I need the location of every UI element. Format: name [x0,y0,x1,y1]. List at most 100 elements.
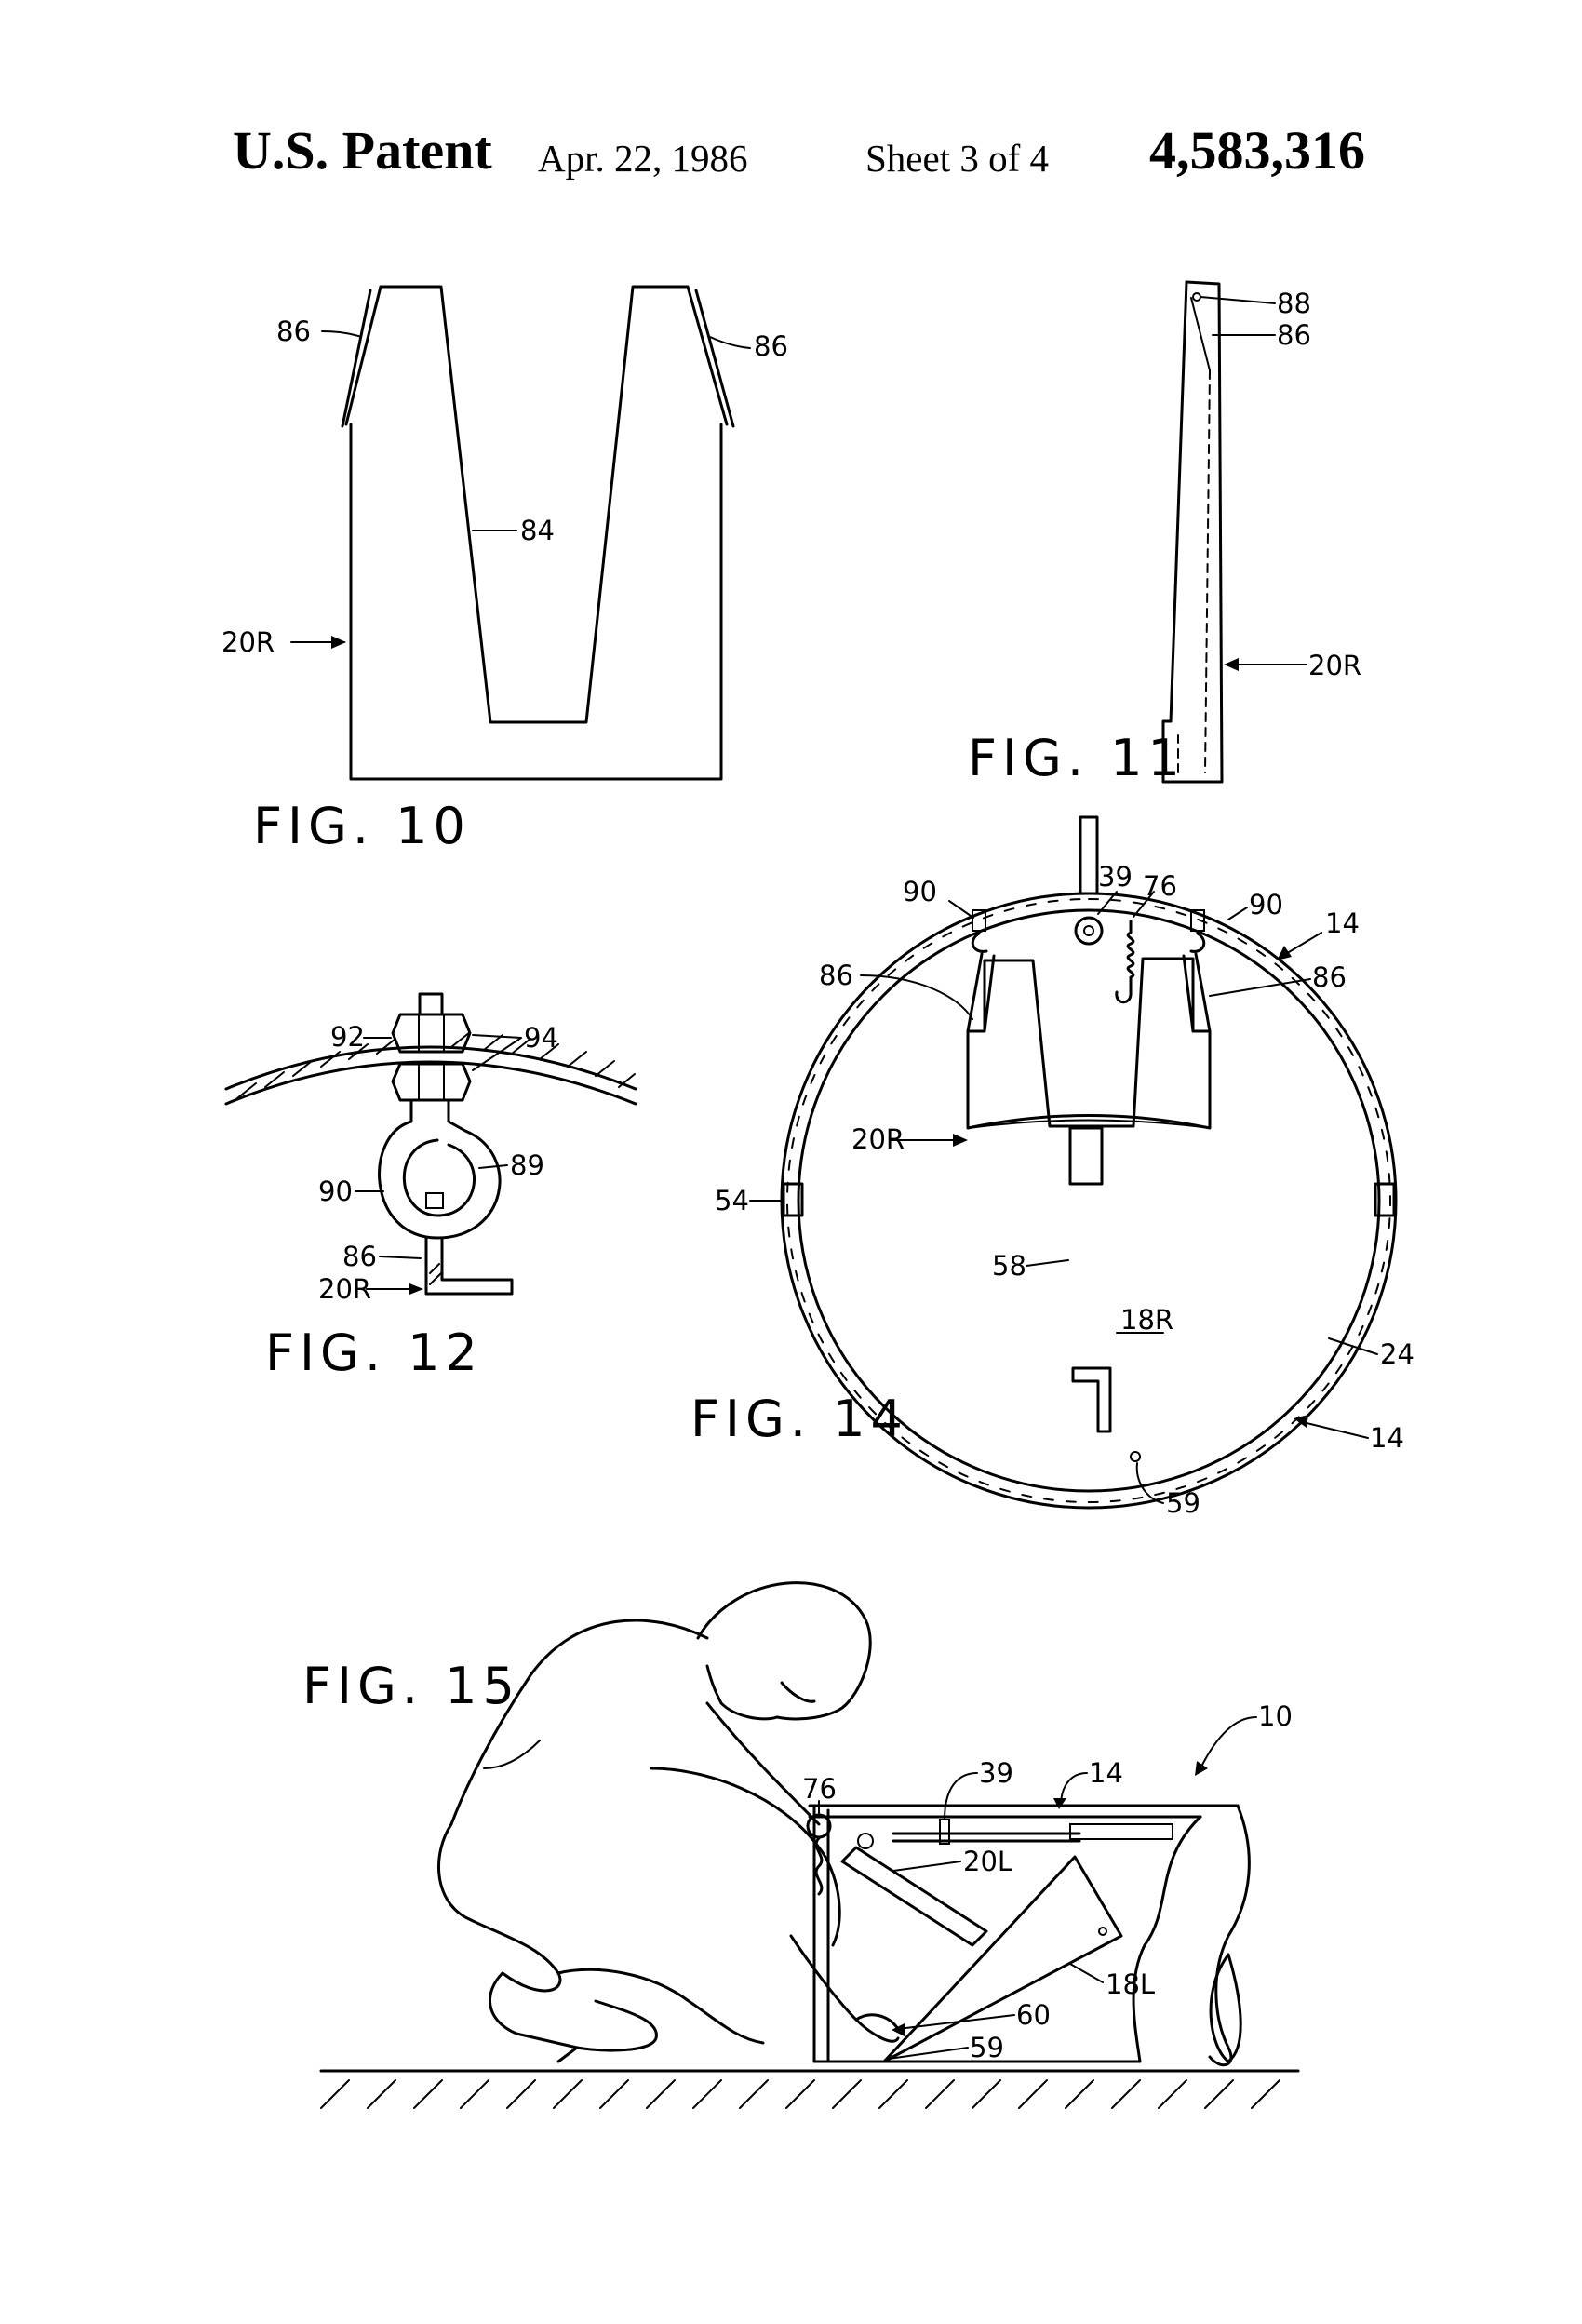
fig12-ref-90: 90 [318,1175,353,1207]
fig11-hole-88 [1192,292,1201,302]
fig15-leader-14 [1060,1772,1088,1807]
fig11-ref-86: 86 [1277,319,1311,351]
fig14-ref-18r: 18R [1120,1304,1173,1336]
fig15-operator-forearm [789,1934,900,2043]
fig14-bolt-right [1190,909,1205,932]
fig10-arrow-20r [331,636,346,649]
fig15-operator-hand [854,2013,900,2031]
fig15-drum-cutaway-left [1132,1815,1202,2063]
fig14-ref-20r: 20R [851,1123,905,1155]
fig10-v-notch [379,285,690,724]
fig12-hook-inner [402,1138,476,1217]
fig15-rod-sleeve [1069,1823,1173,1840]
fig14-drawing: 90 39 76 90 14 86 86 20R 54 58 18R 24 14… [690,815,1414,1519]
fig11-side-outline [1161,280,1224,784]
fig14-ref-59: 59 [1166,1487,1200,1519]
fig15-operator-fold [483,1740,541,1769]
fig15-drum-cutaway-right [1208,1804,1251,2067]
fig14-leader-24 [1328,1337,1378,1355]
fig14-flange-left [966,952,996,1033]
fig14-leader-59 [1135,1462,1164,1504]
fig15-leader-10 [1200,1716,1257,1769]
fig10-leader-86b [709,336,751,349]
fig15-ref-76: 76 [802,1773,837,1805]
sheet-number: Sheet 3 of 4 [865,137,1049,180]
fig12-bracket-hatch [429,1263,442,1285]
fig15-ref-18l: 18L [1106,1968,1155,2000]
fig14-leader-76 [1133,891,1155,918]
fig15-leader-60 [897,2014,1015,2030]
fig12-arrow-20r [409,1283,423,1295]
fig11-title: FIG. 11 [968,729,1186,787]
fig15-ref-20l: 20L [963,1846,1012,1877]
fig12-leader-94 [472,1034,522,1071]
fig15-ref-60: 60 [1016,1999,1051,2031]
fig10-drawing: 86 86 84 20R FIG. 10 [221,285,788,855]
fig12-shell-hatch [236,1031,636,1099]
fig11-drawing: 88 86 20R FIG. 11 [968,280,1361,787]
fig15-arrow-14 [1053,1798,1066,1809]
fig14-leader-90b [1227,907,1248,920]
fig14-ref-39: 39 [1098,861,1133,893]
fig15-rod-39 [892,1832,1081,1843]
fig12-hook-outer [378,1120,502,1240]
fig15-leader-39 [944,1772,978,1820]
fig14-handle-bracket [1071,1366,1112,1433]
fig12-shell-inner [224,1060,637,1106]
fig12-bolt-shank [409,1098,450,1123]
fig15-ref-59: 59 [970,2032,1004,2063]
fig12-title: FIG. 12 [265,1323,483,1382]
fig14-spring-76 [1115,920,1135,1004]
fig15-leader-20l [892,1861,961,1872]
fig15-arrow-10 [1195,1761,1208,1776]
fig14-handle-58 [1068,1126,1104,1186]
fig14-leader-14a [1283,932,1322,956]
fig14-ref-14b: 14 [1370,1422,1404,1454]
fig12-ref-94: 94 [524,1022,558,1054]
fig15-operator-face [780,1681,816,1703]
patent-number: 4,583,316 [1149,120,1365,181]
fig14-ref-54: 54 [715,1185,749,1216]
fig15-ref-14: 14 [1089,1757,1123,1789]
fig12-ref-92: 92 [330,1021,365,1053]
fig14-arrow-14a [1277,946,1292,960]
fig14-ref-14a: 14 [1325,907,1360,939]
fig12-ref-89: 89 [510,1149,544,1181]
fig15-operator-back [449,1619,709,1826]
fig11-arrow-20r [1224,658,1239,671]
fig15-operator-boot-left [489,1971,658,2052]
fig10-leader-86a [321,330,362,338]
fig14-leader-86b [1209,978,1311,997]
fig14-ref-58: 58 [992,1250,1026,1282]
fig15-ref-10: 10 [1258,1700,1293,1732]
fig12-leader-86 [379,1256,422,1259]
fig15-arrow-60 [892,2023,905,2036]
fig12-nut-lower-facets [418,1063,445,1101]
fig15-operator-collar [705,1664,779,1721]
fig14-leader-58 [1026,1259,1069,1267]
fig14-ref-86b: 86 [1312,961,1347,993]
fig14-shell-hatch [785,898,1392,1504]
fig12-nut-upper-facets [418,1014,445,1053]
fig14-ref-76: 76 [1143,870,1177,902]
fig12-nut-lower [391,1062,472,1102]
fig15-operator-heel [556,2046,579,2063]
fig14-bolt-right-side [1374,1182,1396,1217]
fig15-drum-front-edge [812,1804,830,2063]
fig15-leader-59 [888,2047,969,2060]
fig11-flange-edge [1190,297,1211,371]
fig12-ref-20r: 20R [318,1273,371,1305]
fig10-ref-86a: 86 [276,316,311,347]
fig14-ref-86a: 86 [819,960,853,991]
fig15-plate-hole [1098,1927,1107,1936]
fig11-ref-88: 88 [1277,288,1311,319]
fig14-ref-90b: 90 [1249,889,1283,920]
fig11-hidden-line-a [1204,369,1211,773]
fig10-title: FIG. 10 [253,797,471,855]
fig14-top-post [1079,815,1099,895]
fig10-flange-left [341,289,372,428]
fig10-flange-right [694,289,735,428]
fig14-ref-90a: 90 [903,876,937,907]
fig14-hook-left [971,932,988,953]
